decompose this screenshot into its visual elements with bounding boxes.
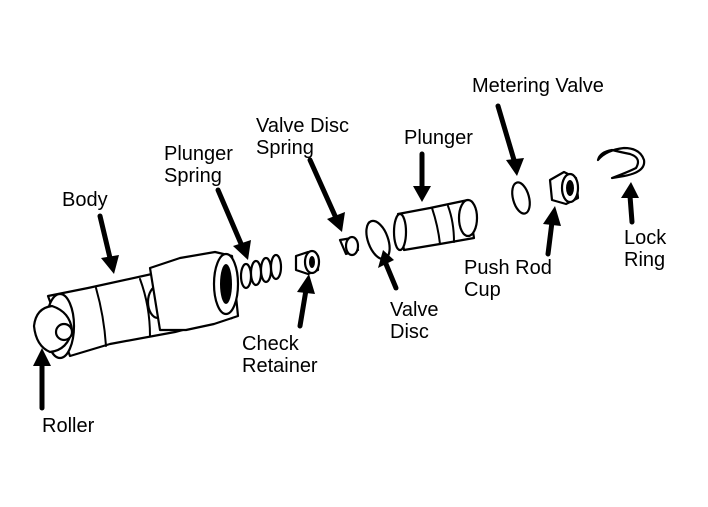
check-retainer-part [294,249,321,276]
plunger-spring-label-line1: Plunger [164,143,233,165]
body-part [32,250,240,360]
check-retainer-arrow [297,274,315,329]
check-retainer-label-line1: Check [242,333,300,355]
roller-label: Roller [42,415,95,437]
plunger-spring-part [239,253,283,290]
body-arrow [97,213,119,274]
push-rod-cup-part [548,170,580,206]
valve-disc-arrow [378,250,399,291]
plunger-spring-arrow [215,187,251,260]
valve-disc-label-line1: Valve [390,299,439,321]
push-rod-cup-label-line1: Push Rod [464,257,552,279]
lock-ring-part [596,146,646,180]
metering-valve-arrow [495,103,524,176]
lock-ring-arrow [621,182,639,225]
valve-disc-spring-label-line2: Spring [256,137,314,159]
push-rod-cup-label-line2: Cup [464,279,501,301]
valve-disc-spring-part [338,235,360,257]
plunger-arrow [413,151,431,202]
plunger-spring-label-line2: Spring [164,165,222,187]
lock-ring-label-line2: Ring [624,249,665,271]
valve-disc-label-line2: Disc [390,321,429,343]
check-retainer-label-line2: Retainer [242,355,318,377]
valve-disc-spring-label-line1: Valve Disc [256,115,349,137]
roller-arrow [33,348,51,411]
push-rod-cup-arrow [543,206,561,257]
lock-ring-label-line1: Lock [624,227,667,249]
metering-valve-label: Metering Valve [472,75,604,97]
plunger-part [392,198,479,252]
valve-disc-spring-arrow [307,157,345,232]
valve-disc-part [365,219,391,261]
body-label: Body [62,189,108,211]
plunger-label: Plunger [404,127,473,149]
metering-valve-part [511,181,531,215]
